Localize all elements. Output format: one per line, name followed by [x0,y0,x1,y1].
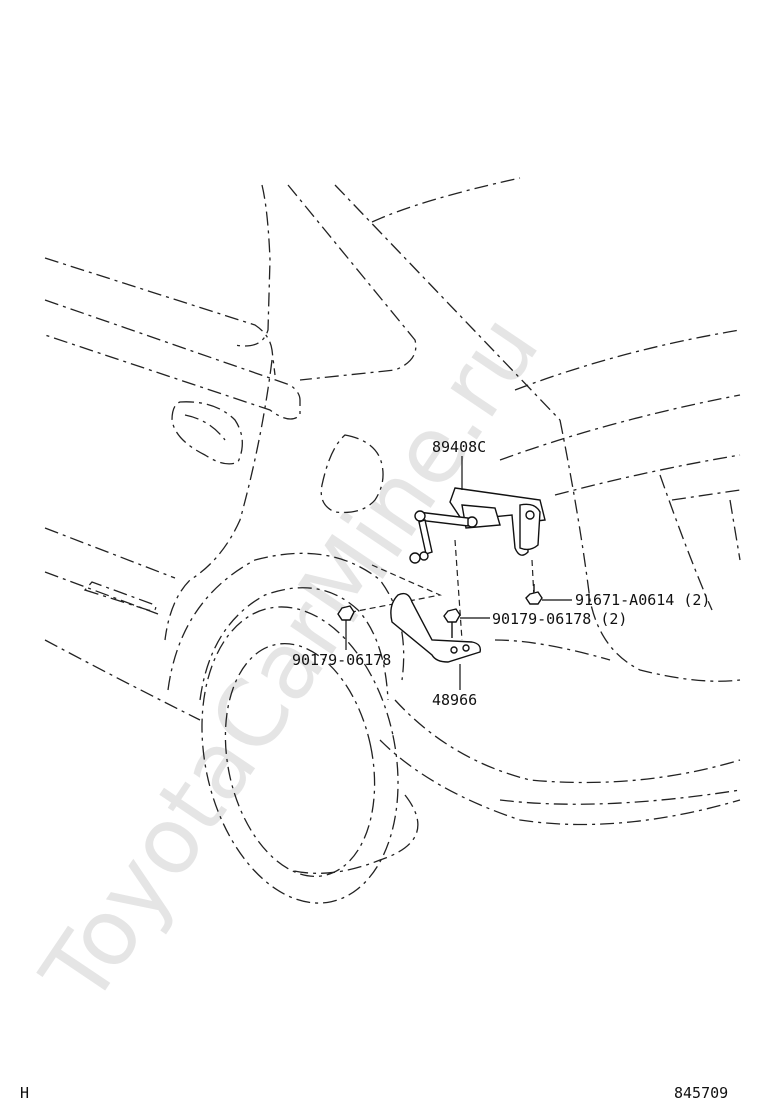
callout-90179-06178-left: 90179-06178 [292,651,391,669]
bolt [525,584,543,605]
sensor-bracket [390,592,482,663]
callout-90179-06178-right: 90179-06178 (2) [492,610,627,628]
car-body-outline [44,177,741,904]
diagram-number: 845709 [674,1084,728,1102]
nut-right [443,608,461,638]
nut-left [337,605,355,621]
callout-91671-a0614: 91671-A0614 (2) [575,591,710,609]
callout-48966: 48966 [432,691,477,709]
corner-letter: H [20,1084,29,1102]
watermark-text: ToyotaCarMine.ru [21,296,560,1023]
height-control-sensor [409,487,546,564]
leader-lines [345,456,572,690]
callout-89408c: 89408C [432,438,486,456]
